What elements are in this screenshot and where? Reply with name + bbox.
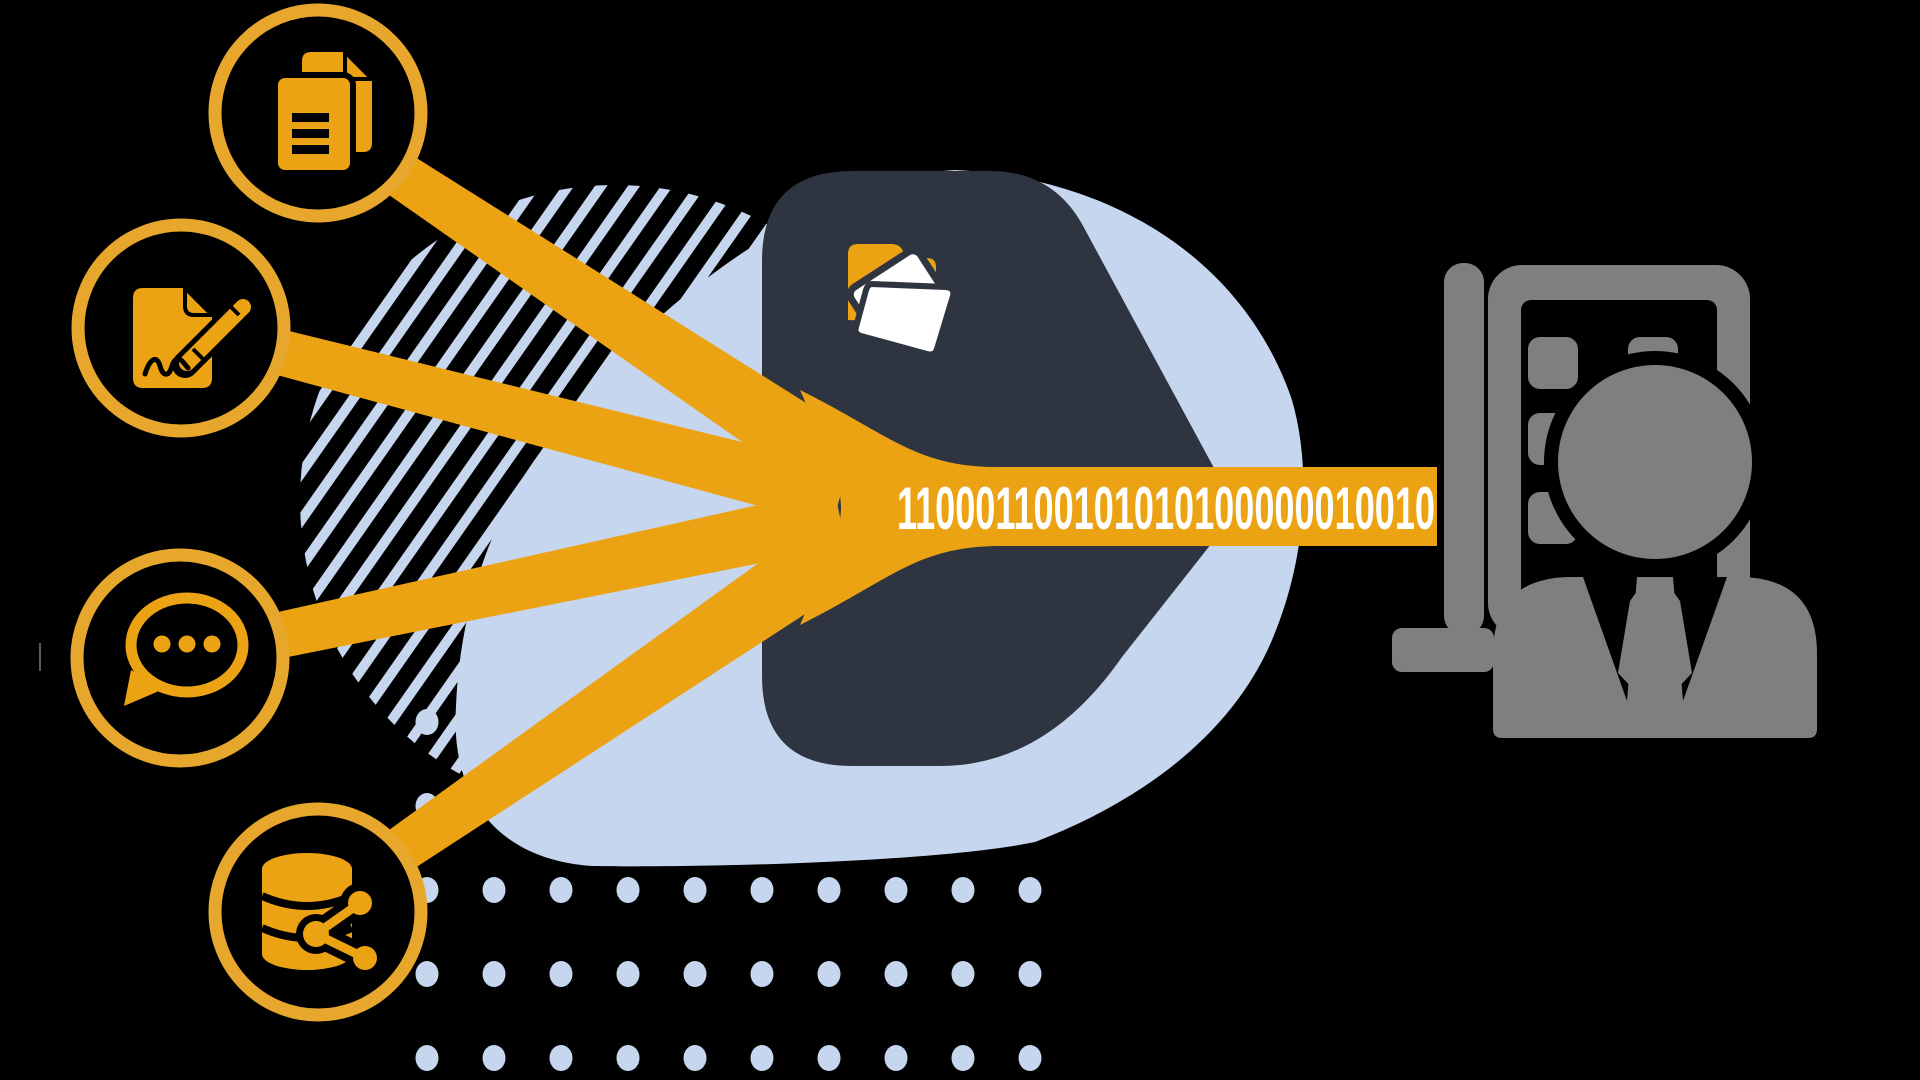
person-head bbox=[1558, 365, 1752, 559]
person-tie bbox=[1618, 583, 1692, 712]
binary-output-band bbox=[800, 390, 1437, 625]
beam-chat bbox=[278, 488, 846, 657]
chat-bubble-icon bbox=[124, 592, 249, 706]
circle-ring bbox=[71, 218, 291, 438]
beam-documents bbox=[389, 157, 865, 500]
circle-fill bbox=[83, 561, 277, 755]
database-share-icon bbox=[260, 853, 385, 978]
source-contract bbox=[71, 218, 291, 438]
open-folder-icon bbox=[846, 244, 957, 358]
documents-icon bbox=[272, 47, 377, 176]
building-pillar bbox=[1444, 263, 1484, 635]
building-window bbox=[1528, 337, 1578, 389]
building-pillar-base bbox=[1392, 628, 1494, 672]
business-user-building-icon bbox=[1392, 263, 1817, 738]
data-beams bbox=[277, 157, 865, 868]
circle-ring bbox=[208, 3, 428, 223]
binary-stream-text: 110001100101010100000010010 bbox=[897, 475, 1435, 542]
circle-ring bbox=[208, 802, 428, 1022]
source-chat bbox=[70, 548, 290, 768]
folder-front-sheet bbox=[852, 280, 957, 358]
beam-database bbox=[389, 515, 865, 868]
source-documents bbox=[208, 3, 428, 223]
beam-contract bbox=[277, 331, 848, 526]
contract-signature-icon bbox=[133, 283, 256, 388]
circle-ring bbox=[70, 548, 290, 768]
source-database bbox=[208, 802, 428, 1022]
